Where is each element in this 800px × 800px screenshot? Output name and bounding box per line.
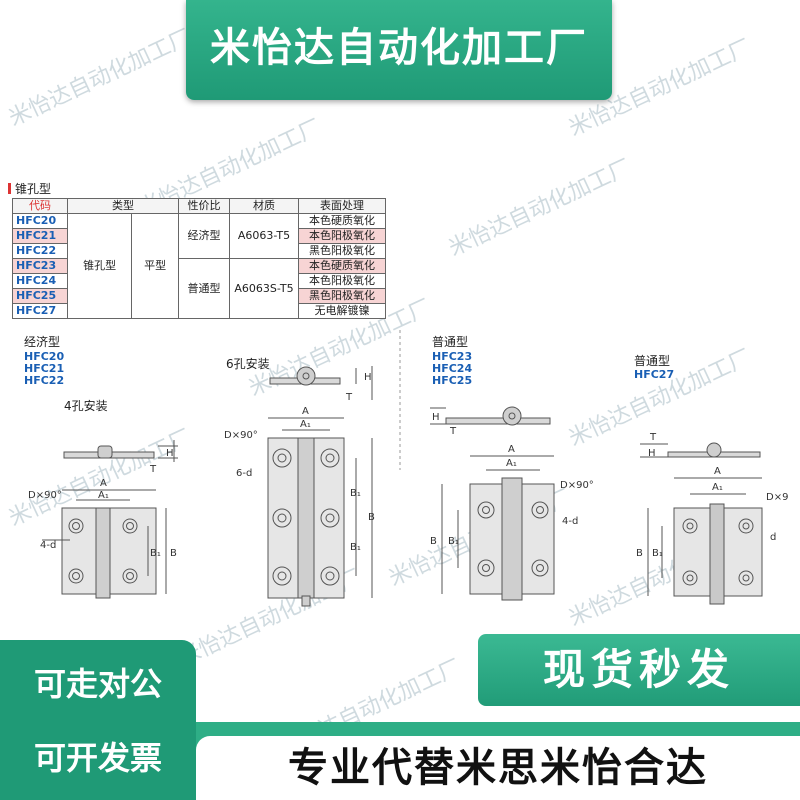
dim-H: H xyxy=(166,448,174,459)
normal27-label: 普通型 xyxy=(634,354,671,368)
stock-promo-band: 现货秒发 xyxy=(478,634,800,706)
dim-H: H xyxy=(648,448,656,459)
normal27-side-view: T H xyxy=(640,432,761,459)
econ-code: HFC21 xyxy=(24,362,65,375)
dim-A1: A₁ xyxy=(98,490,109,501)
mount-4-label: 4孔安装 xyxy=(64,399,108,413)
mount-6-label: 6孔安装 xyxy=(226,357,270,371)
table-cell-material: A6063-T5 xyxy=(229,213,299,259)
dim-T: T xyxy=(649,432,657,443)
dim-B1: B₁ xyxy=(150,548,161,559)
dim-A1: A₁ xyxy=(506,458,517,469)
normal-code: HFC24 xyxy=(432,362,473,375)
title-marker xyxy=(8,183,11,194)
econ-code: HFC20 xyxy=(24,350,65,363)
dim-T: T xyxy=(345,392,353,403)
table-header: 代码 xyxy=(12,198,68,214)
invoice-text: 可开发票 xyxy=(33,739,162,777)
table-cell-type: 锥孔型 xyxy=(66,213,133,319)
dim-D90: D×90° xyxy=(224,430,258,441)
table-cell-grade: 经济型 xyxy=(178,213,230,259)
dim-H: H xyxy=(364,372,372,383)
corporate-payment-text: 可走对公 xyxy=(33,665,162,703)
table-cell-subtype: 平型 xyxy=(131,213,179,319)
table-cell-code: HFC25 xyxy=(12,288,68,304)
table-cell-material: A6063S-T5 xyxy=(229,258,299,319)
normal-code: HFC25 xyxy=(432,374,473,387)
dim-B1: B₁ xyxy=(652,548,663,559)
normal27-code: HFC27 xyxy=(634,368,675,381)
table-cell-finish: 黑色阳极氧化 xyxy=(298,288,386,304)
top-banner: 米怡达自动化加工厂 xyxy=(186,0,612,100)
table-title: 锥孔型 xyxy=(8,180,51,197)
invoice-box xyxy=(0,640,196,800)
table-cell-finish: 本色阳极氧化 xyxy=(298,228,386,244)
table-cell-finish: 本色硬质氧化 xyxy=(298,213,386,229)
dim-B: B xyxy=(368,512,375,523)
table-title-text: 锥孔型 xyxy=(15,182,52,196)
econ-front-view: A A₁ D×90° 4-d B B₁ xyxy=(28,478,177,599)
table-cell-finish: 无电解镀镍 xyxy=(298,303,386,319)
hinge-drawings: H T A A₁ D×90° 4-d B B₁ H T xyxy=(28,330,788,607)
slogan-text: 专业代替米思米怡合达 xyxy=(196,736,800,800)
dim-B1: B₁ xyxy=(350,488,361,499)
normal27-front-view: A A₁ D×9 d B B₁ xyxy=(636,466,788,605)
dim-A: A xyxy=(100,478,107,489)
econ-code: HFC22 xyxy=(24,374,65,387)
econ-label: 经济型 xyxy=(24,335,61,349)
dim-A1: A₁ xyxy=(300,419,311,430)
normal-label: 普通型 xyxy=(432,335,469,349)
dim-6d: 6-d xyxy=(236,468,252,479)
dim-B1: B₁ xyxy=(350,542,361,553)
dim-D90: D×9 xyxy=(766,492,788,503)
dim-D90: D×90° xyxy=(28,490,62,501)
econ-side-view: H T xyxy=(63,440,178,475)
dim-D90: D×90° xyxy=(560,480,594,491)
table-cell-code: HFC20 xyxy=(12,213,68,229)
dim-B: B xyxy=(430,536,437,547)
dim-A: A xyxy=(714,466,721,477)
dim-A: A xyxy=(302,406,309,417)
dim-H: H xyxy=(432,412,440,423)
table-cell-code: HFC27 xyxy=(12,303,68,319)
dim-B: B xyxy=(636,548,643,559)
dim-4d: 4-d xyxy=(40,540,56,551)
six-side-view: H T xyxy=(269,366,373,403)
table-cell-code: HFC22 xyxy=(12,243,68,259)
dim-B1: B₁ xyxy=(448,536,459,547)
dim-d: d xyxy=(770,532,776,543)
dim-T: T xyxy=(149,464,157,475)
table-header: 表面处理 xyxy=(298,198,386,214)
normal-side-view: H T xyxy=(430,406,551,437)
dim-B: B xyxy=(170,548,177,559)
dim-A: A xyxy=(508,444,515,455)
six-front-view: A A₁ D×90° 6-d B B₁ B₁ xyxy=(224,406,375,607)
spec-table: 代码 类型 性价比 材质 表面处理 HFC20 锥孔型 平型 经济型 A6063… xyxy=(12,198,386,319)
dim-T: T xyxy=(449,426,457,437)
table-cell-grade: 普通型 xyxy=(178,258,230,319)
dim-A1: A₁ xyxy=(712,482,723,493)
table-header: 类型 xyxy=(67,198,179,214)
dim-4d: 4-d xyxy=(562,516,578,527)
normal-code: HFC23 xyxy=(432,350,473,363)
normal-front-view: A A₁ D×90° 4-d B B₁ xyxy=(430,444,594,601)
